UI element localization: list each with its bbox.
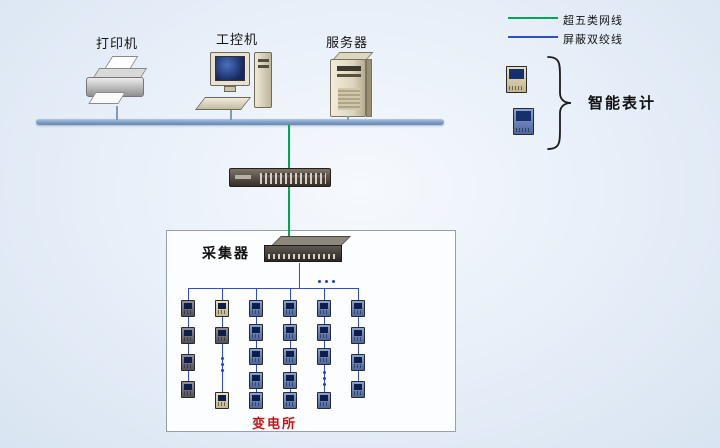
collector-icon xyxy=(262,236,351,266)
legend-green-line-sample xyxy=(508,17,558,19)
industrial-pc-label: 工控机 xyxy=(216,32,259,47)
printer-icon xyxy=(84,56,150,108)
collector-ports xyxy=(268,254,338,259)
substation-box xyxy=(166,230,456,432)
meter-buttons xyxy=(516,128,531,132)
server-body xyxy=(330,59,366,117)
printer-paper-out xyxy=(88,92,126,104)
smart-meters-label: 智能表计 xyxy=(588,95,657,112)
cat5e-cable-switch-to-collector xyxy=(288,186,290,241)
server-drive-bay-2 xyxy=(337,74,361,77)
meter-screen xyxy=(516,111,531,121)
collector-label: 采集器 xyxy=(202,245,250,261)
pc-monitor-stand xyxy=(224,86,236,92)
legend-label-stp: 屏蔽双绞线 xyxy=(563,34,623,46)
stp-wire-collector-drop xyxy=(299,263,300,288)
pc-bus-stub xyxy=(230,110,232,120)
substation-label: 变电所 xyxy=(252,416,298,431)
brace-icon xyxy=(547,56,572,150)
server-icon xyxy=(328,52,376,118)
smart-meter-icon-2 xyxy=(513,108,534,135)
switch-icon xyxy=(229,168,331,187)
printer-label: 打印机 xyxy=(96,36,139,51)
pc-keyboard xyxy=(194,97,252,110)
server-bus-stub xyxy=(347,116,349,120)
switch-logo-strip xyxy=(235,175,251,179)
stp-wire-header xyxy=(188,288,359,289)
server-drive-bay xyxy=(337,66,361,71)
industrial-pc-icon xyxy=(194,50,278,114)
server-side-face xyxy=(366,59,372,117)
server-label: 服务器 xyxy=(326,35,369,50)
ethernet-bus-line xyxy=(36,119,444,125)
pc-screen xyxy=(215,56,245,81)
server-vents xyxy=(338,88,360,110)
printer-bus-stub xyxy=(116,106,118,120)
legend-blue-line-sample xyxy=(508,36,558,38)
pc-monitor xyxy=(210,52,250,86)
more-ports-dots xyxy=(318,273,339,291)
pc-tower xyxy=(254,52,272,108)
legend-label-cat5e: 超五类网线 xyxy=(563,15,623,27)
meter-buttons xyxy=(509,86,524,90)
switch-ports xyxy=(260,173,326,184)
meter-screen xyxy=(509,69,524,79)
smart-meter-icon-1 xyxy=(506,66,527,93)
cat5e-cable-bus-to-switch xyxy=(288,125,290,169)
